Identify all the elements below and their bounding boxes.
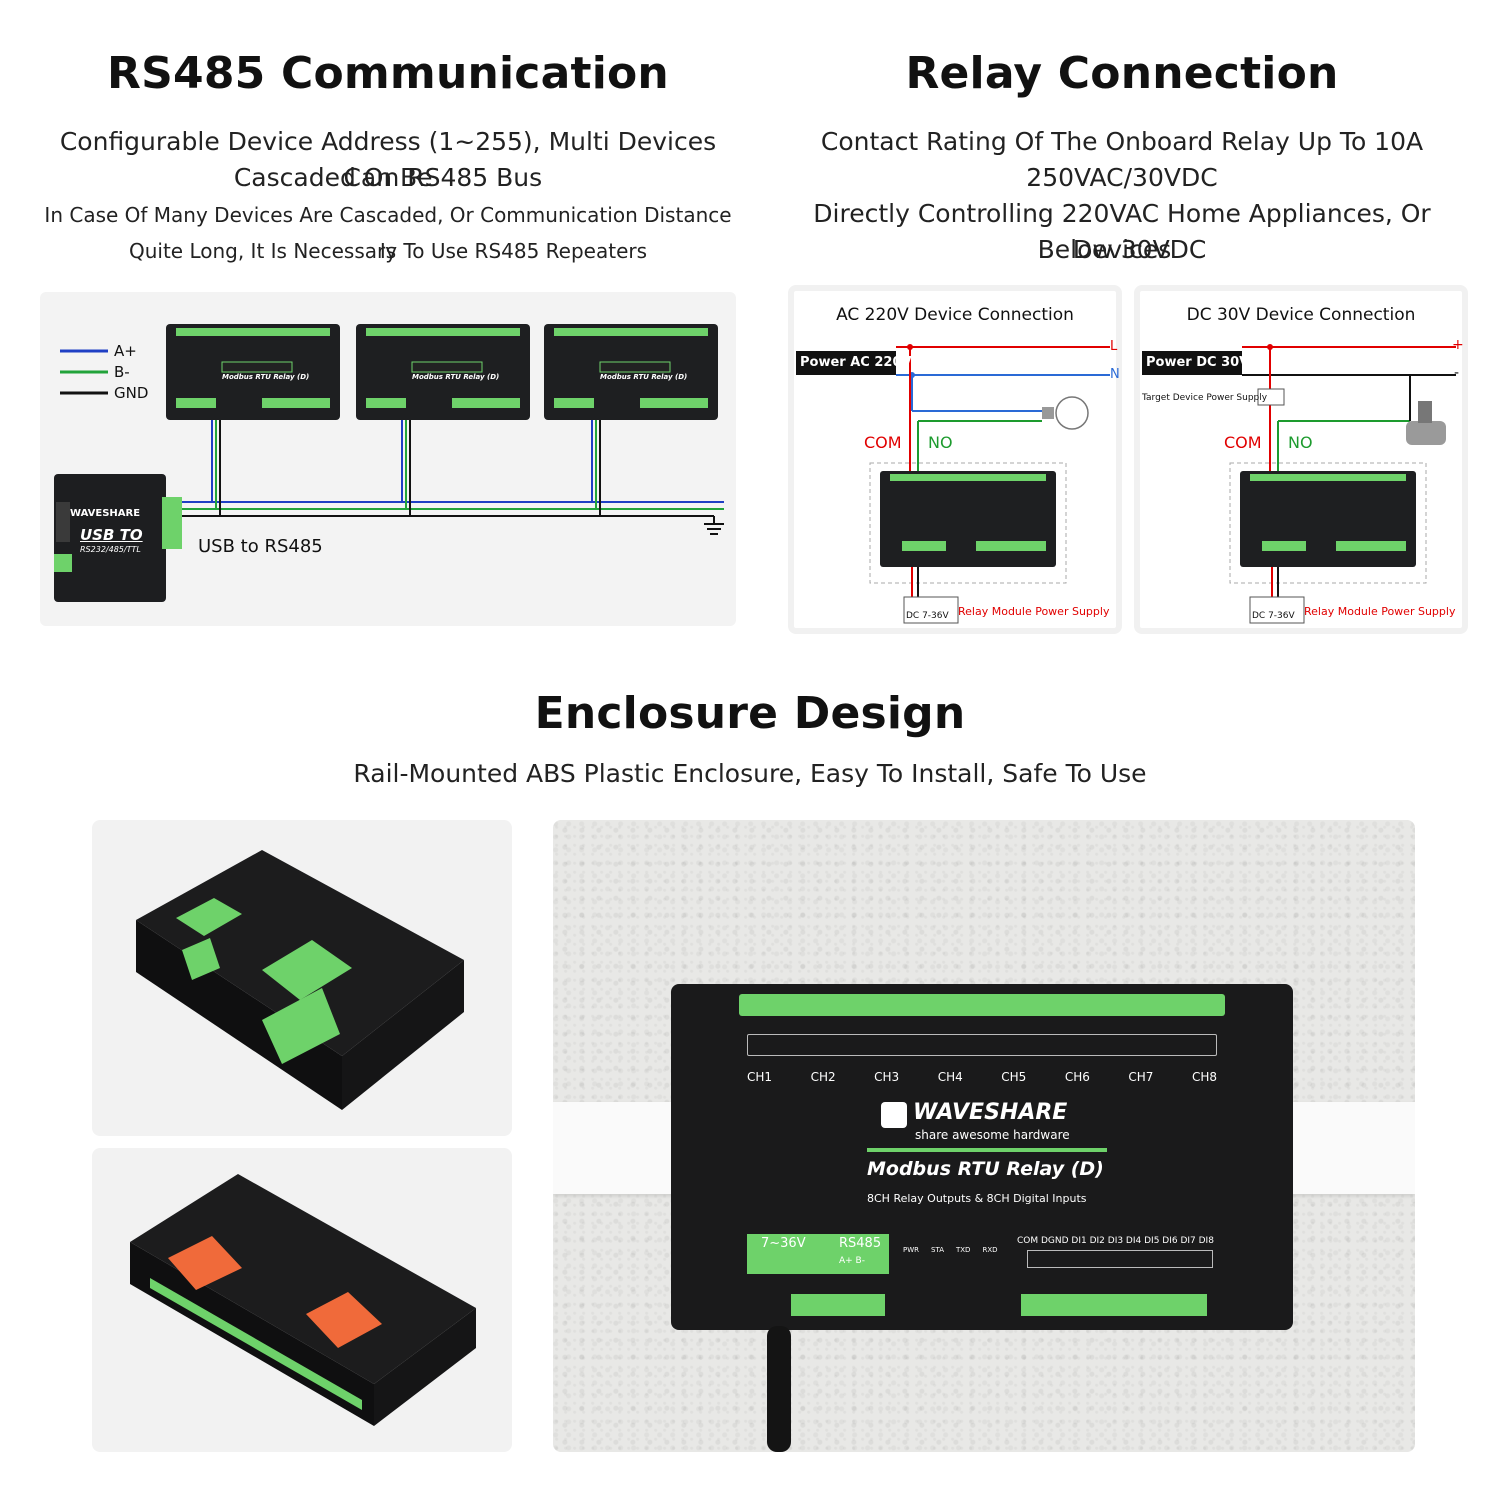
power-label: 7~36V xyxy=(761,1236,806,1251)
relay-device: CH1 CH2 CH3 CH4 CH5 CH6 CH7 CH8 WAVESHAR… xyxy=(671,984,1293,1330)
ac-com-label: COM xyxy=(864,433,902,452)
channel-label: CH4 xyxy=(937,1070,963,1084)
ac-supply-range: DC 7-36V xyxy=(906,611,949,621)
ac-connection-panel: AC 220V Device Connection Power AC 220V … xyxy=(788,285,1122,634)
power-rs485-panel xyxy=(747,1234,889,1274)
output-terminal-legend xyxy=(747,1034,1217,1056)
rs485-title: RS485 Communication xyxy=(107,48,669,99)
output-terminal-block xyxy=(739,994,1225,1016)
dc-target-label: Target Device Power Supply xyxy=(1142,393,1268,403)
device-brand: WAVESHARE xyxy=(913,1100,1068,1125)
dc-power-label: Power DC 30V xyxy=(1146,355,1250,370)
enclosure-title: Enclosure Design xyxy=(534,688,966,739)
di-label: COM DGND DI1 DI2 DI3 DI4 DI5 DI6 DI7 DI8 xyxy=(1017,1236,1214,1246)
dc-supply-range: DC 7-36V xyxy=(1252,611,1295,621)
relay-title: Relay Connection xyxy=(905,48,1339,99)
relay-desc-line3: Directly Controlling 220VAC Home Applian… xyxy=(813,199,1431,264)
rs485-desc-line1: Configurable Device Address (1~255), Mul… xyxy=(59,127,717,192)
dc-panel-title: DC 30V Device Connection xyxy=(1186,305,1416,325)
converter-brand: WAVESHARE xyxy=(70,508,141,519)
led-label: STA xyxy=(931,1246,944,1254)
di-terminal-legend xyxy=(1027,1250,1213,1268)
legend-a: A+ xyxy=(114,342,137,360)
ac-n-label: N xyxy=(1110,367,1120,382)
channel-labels: CH1 CH2 CH3 CH4 CH5 CH6 CH7 CH8 xyxy=(747,1070,1217,1084)
dc-supply-label: Relay Module Power Supply xyxy=(1304,605,1456,618)
device-spec: 8CH Relay Outputs & 8CH Digital Inputs xyxy=(867,1192,1087,1205)
dc-wiring-diagram xyxy=(1142,344,1456,624)
rs485-label: RS485 xyxy=(839,1236,882,1251)
module-3-name: Modbus RTU Relay (D) xyxy=(600,373,688,381)
relay-module-1 xyxy=(166,324,340,420)
legend-gnd: GND xyxy=(114,384,149,402)
channel-label: CH1 xyxy=(747,1070,773,1084)
channel-label: CH6 xyxy=(1064,1070,1090,1084)
device-tagline: share awesome hardware xyxy=(915,1128,1070,1142)
power-terminal-block xyxy=(791,1294,885,1316)
rs485-diagram-panel: A+ B- GND USB to RS485 WAVESHARE USB TO … xyxy=(40,292,736,626)
waveshare-logo-icon xyxy=(881,1102,907,1128)
relay-module-3 xyxy=(544,324,718,420)
rs485-pins: A+ B- xyxy=(839,1256,865,1266)
rs485-desc-line3: In Case Of Many Devices Are Cascaded, Or… xyxy=(44,203,732,263)
enclosure-photo-mounted: CH1 CH2 CH3 CH4 CH5 CH6 CH7 CH8 WAVESHAR… xyxy=(553,820,1415,1452)
relay-desc-line1: Contact Rating Of The Onboard Relay Up T… xyxy=(820,127,1424,156)
ac-l-label: L xyxy=(1110,339,1118,354)
usb-to-rs485-converter xyxy=(54,474,182,602)
channel-label: CH2 xyxy=(810,1070,836,1084)
input-terminal-block xyxy=(1021,1294,1207,1316)
dc-com-label: COM xyxy=(1224,433,1262,452)
back-device-illustration xyxy=(130,1174,476,1426)
enclosure-subtitle: Rail-Mounted ABS Plastic Enclosure, Easy… xyxy=(353,759,1147,788)
relay-desc-line2: 250VAC/30VDC xyxy=(1026,163,1218,192)
dc-minus-label: - xyxy=(1454,365,1460,381)
converter-text-2: RS232/485/TTL xyxy=(80,545,141,554)
enclosure-photo-back xyxy=(92,1148,512,1452)
channel-label: CH5 xyxy=(1001,1070,1027,1084)
ac-wiring-diagram xyxy=(796,344,1110,624)
enclosure-photo-angled xyxy=(92,820,512,1136)
converter-text-1: USB TO xyxy=(80,526,143,544)
module-2-name: Modbus RTU Relay (D) xyxy=(412,373,500,381)
channel-label: CH3 xyxy=(874,1070,900,1084)
led-label: PWR xyxy=(903,1246,920,1254)
rs485-diagram xyxy=(54,324,724,602)
dc-connection-panel: DC 30V Device Connection Power DC 30V + … xyxy=(1134,285,1468,634)
ac-panel-title: AC 220V Device Connection xyxy=(836,305,1074,325)
rs485-desc-line2: Cascaded On RS485 Bus xyxy=(233,163,543,192)
rs485-desc-line4: Quite Long, It Is Necessary To Use RS485… xyxy=(128,239,648,263)
status-leds: PWR STA TXD RXD xyxy=(903,1246,998,1254)
brand-underline xyxy=(867,1148,1107,1152)
led-label: RXD xyxy=(982,1246,998,1254)
relay-module-2 xyxy=(356,324,530,420)
ac-power-label: Power AC 220V xyxy=(800,355,912,370)
led-label: TXD xyxy=(955,1246,971,1254)
power-cable xyxy=(767,1326,791,1452)
channel-label: CH7 xyxy=(1128,1070,1154,1084)
module-1-name: Modbus RTU Relay (D) xyxy=(222,373,310,381)
angled-device-illustration xyxy=(136,850,464,1110)
converter-label: USB to RS485 xyxy=(198,536,323,557)
legend-b: B- xyxy=(114,363,130,381)
channel-label: CH8 xyxy=(1191,1070,1217,1084)
dc-plus-label: + xyxy=(1452,337,1464,353)
dc-no-label: NO xyxy=(1288,433,1313,452)
relay-desc-line4: Below 30VDC xyxy=(1037,235,1207,264)
ac-supply-label: Relay Module Power Supply xyxy=(958,605,1110,618)
device-model: Modbus RTU Relay (D) xyxy=(867,1158,1104,1180)
ac-no-label: NO xyxy=(928,433,953,452)
